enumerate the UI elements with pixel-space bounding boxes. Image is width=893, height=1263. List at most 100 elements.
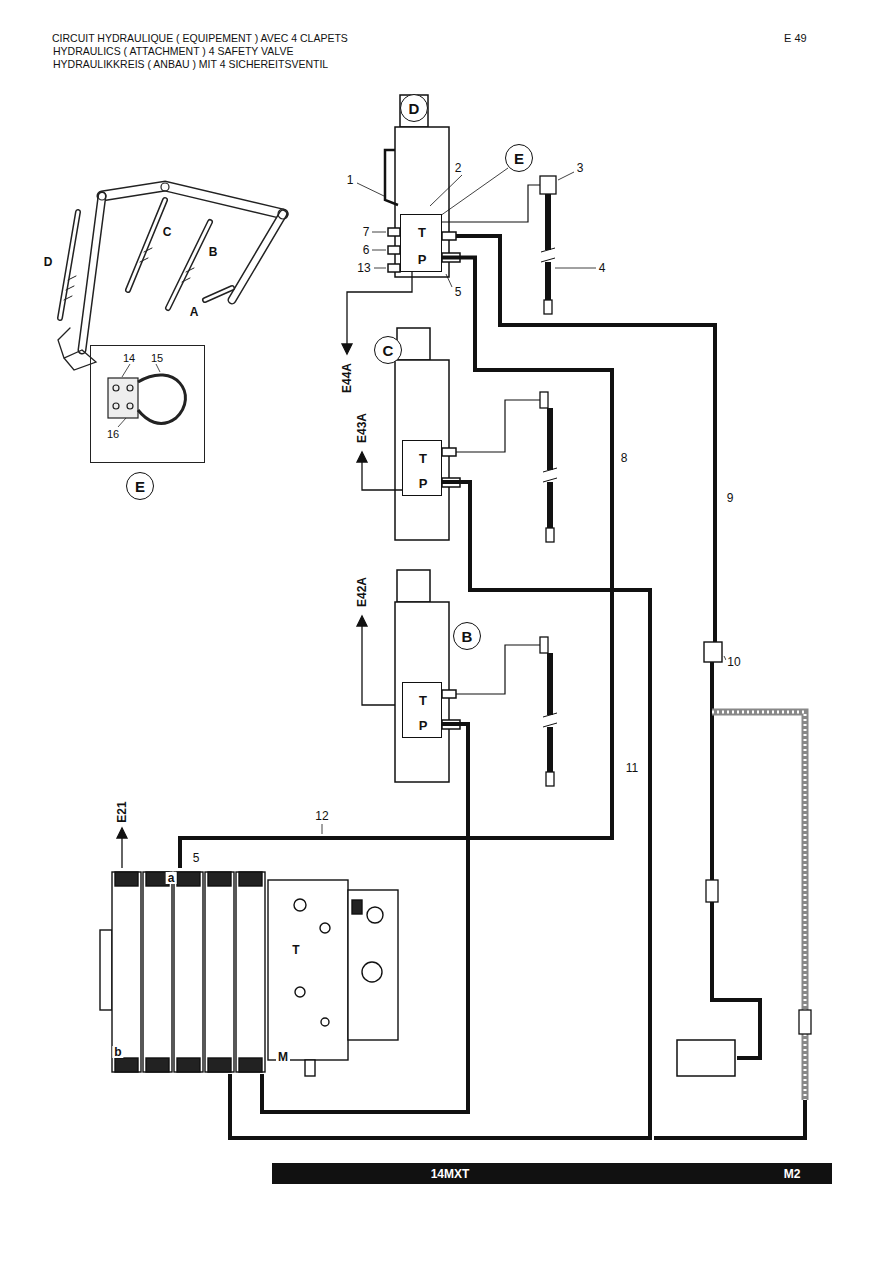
cylinder	[128, 200, 165, 290]
reference-arrow	[362, 626, 395, 705]
tee-fitting	[704, 642, 722, 662]
node-text: D	[409, 101, 420, 116]
hose	[456, 236, 715, 642]
reference-arrows	[117, 272, 412, 868]
hose-break	[541, 248, 555, 262]
drain-pipe	[456, 645, 540, 694]
drain-pipe	[442, 185, 540, 222]
valve-cap	[367, 907, 383, 923]
hose	[654, 1100, 805, 1138]
arrowhead	[357, 452, 367, 462]
leader-line	[118, 364, 160, 427]
control-valve-bank: aTbM	[100, 868, 402, 1074]
reference-arrow	[121, 838, 122, 868]
cylinder	[205, 288, 232, 300]
callout-number: C	[162, 226, 173, 238]
dipper-arm	[82, 196, 102, 350]
callout-number: M2	[783, 1168, 802, 1180]
node-text: B	[462, 629, 473, 644]
cylinder-hatch	[64, 248, 194, 300]
callout-circle: E	[505, 144, 533, 172]
spool-section	[236, 872, 265, 1072]
hose	[547, 408, 553, 528]
fitting	[540, 392, 548, 408]
callout-number: 13	[356, 262, 371, 274]
spool-cap	[146, 1058, 169, 1072]
spool-cap	[115, 872, 138, 886]
machine-sketch	[58, 183, 288, 370]
tank	[677, 1040, 735, 1076]
spool-cap	[239, 872, 262, 886]
leader-line	[558, 172, 574, 180]
node-text: C	[383, 343, 394, 358]
cylinder-body	[395, 127, 449, 277]
hose	[547, 653, 553, 772]
callout-number: 11	[625, 762, 639, 774]
reference-arrow	[347, 272, 412, 346]
leader-line	[357, 183, 384, 196]
callout-number: 7	[362, 226, 371, 238]
cylinder-c	[395, 328, 460, 540]
callout-circle: C	[374, 336, 402, 364]
callout-number: 3	[576, 162, 585, 174]
clamp-strap	[138, 375, 185, 423]
cylinder	[168, 222, 210, 308]
node-text: E	[135, 479, 145, 494]
inset-drawing	[108, 364, 185, 427]
fitting	[799, 1010, 811, 1034]
safety-valve-block: TP	[402, 440, 442, 496]
callout-number: 10	[726, 656, 741, 668]
callout-number: 2	[454, 162, 463, 174]
side-plate	[100, 930, 112, 1010]
callout-number: 12	[314, 810, 329, 822]
drain-pipe	[456, 400, 540, 452]
boom	[102, 186, 283, 214]
safety-valve-block: TP	[402, 682, 442, 738]
cylinder-b	[395, 570, 460, 782]
node-text: M	[276, 1051, 290, 1063]
leader-line	[440, 168, 508, 216]
detail-inset: 141516	[90, 345, 205, 463]
cylinder	[168, 222, 210, 308]
fitting	[388, 228, 400, 236]
leader-line	[555, 268, 596, 269]
callout-number: 9	[726, 492, 735, 504]
reference-label: E43A	[356, 412, 368, 444]
pipe	[385, 150, 398, 205]
arrowhead	[117, 828, 127, 838]
hose-line	[180, 258, 612, 869]
port-plug	[295, 987, 305, 997]
cylinder-body	[395, 602, 449, 782]
callout-number: 8	[620, 452, 629, 464]
port	[113, 385, 119, 391]
spool-section	[112, 872, 141, 1072]
fitting	[388, 264, 400, 272]
callout-number: 5	[454, 286, 463, 298]
cylinder	[205, 288, 232, 300]
reference-arrow	[362, 462, 402, 490]
port-plug	[321, 1018, 329, 1026]
valve-body	[108, 378, 138, 418]
cylinder	[60, 212, 78, 318]
hose-end	[546, 772, 554, 786]
reference-label: E42A	[356, 576, 368, 608]
arrowhead	[342, 344, 352, 354]
cylinder-d	[385, 95, 460, 277]
hose-end	[546, 528, 554, 542]
cylinder-cap	[397, 570, 430, 602]
leader-line	[372, 232, 386, 268]
dipper-arm	[82, 196, 102, 350]
hose-line	[262, 724, 468, 1112]
node-text: E	[514, 151, 524, 166]
cylinder-cap	[397, 328, 430, 360]
hose-break	[543, 713, 557, 727]
safety-valve-block: TP	[400, 214, 442, 272]
callout-number: 6	[362, 244, 371, 256]
port	[113, 403, 119, 409]
spool-cap	[177, 1058, 200, 1072]
callout-number: B	[208, 246, 219, 258]
